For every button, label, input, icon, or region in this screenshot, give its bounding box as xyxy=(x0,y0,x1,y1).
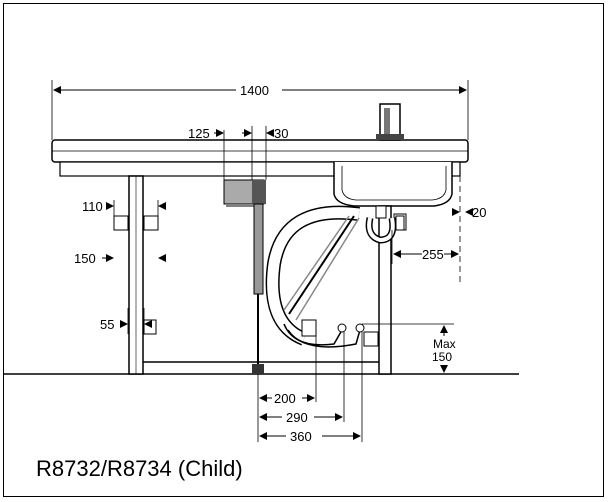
label-110: 110 xyxy=(82,199,103,214)
flex-hoses xyxy=(265,205,365,348)
dimension-lines xyxy=(53,86,473,440)
label-150: 150 xyxy=(74,251,96,266)
p-trap xyxy=(365,205,405,244)
label-200: 200 xyxy=(274,391,296,406)
label-1400: 1400 xyxy=(240,83,269,98)
label-30: 30 xyxy=(274,126,288,141)
label-290: 290 xyxy=(286,410,308,425)
installation-drawing: 1400 125 30 110 150 55 20 255 Max 150 20… xyxy=(4,80,519,444)
label-360: 360 xyxy=(290,429,312,444)
label-max-150: 150 xyxy=(432,350,452,364)
faucet xyxy=(376,103,404,141)
dispenser-unit xyxy=(223,179,266,374)
label-55: 55 xyxy=(100,317,114,332)
label-max: Max xyxy=(433,337,456,351)
label-255: 255 xyxy=(422,247,444,262)
diagram-frame: 1400 125 30 110 150 55 20 255 Max 150 20… xyxy=(3,3,604,497)
sink-bowl xyxy=(333,162,453,207)
dimension-labels: 1400 125 30 110 150 55 20 255 Max 150 20… xyxy=(74,83,486,444)
label-125: 125 xyxy=(188,126,210,141)
extension-lines xyxy=(51,80,469,442)
label-20: 20 xyxy=(472,205,486,220)
diagram-caption: R8732/R8734 (Child) xyxy=(36,456,243,481)
